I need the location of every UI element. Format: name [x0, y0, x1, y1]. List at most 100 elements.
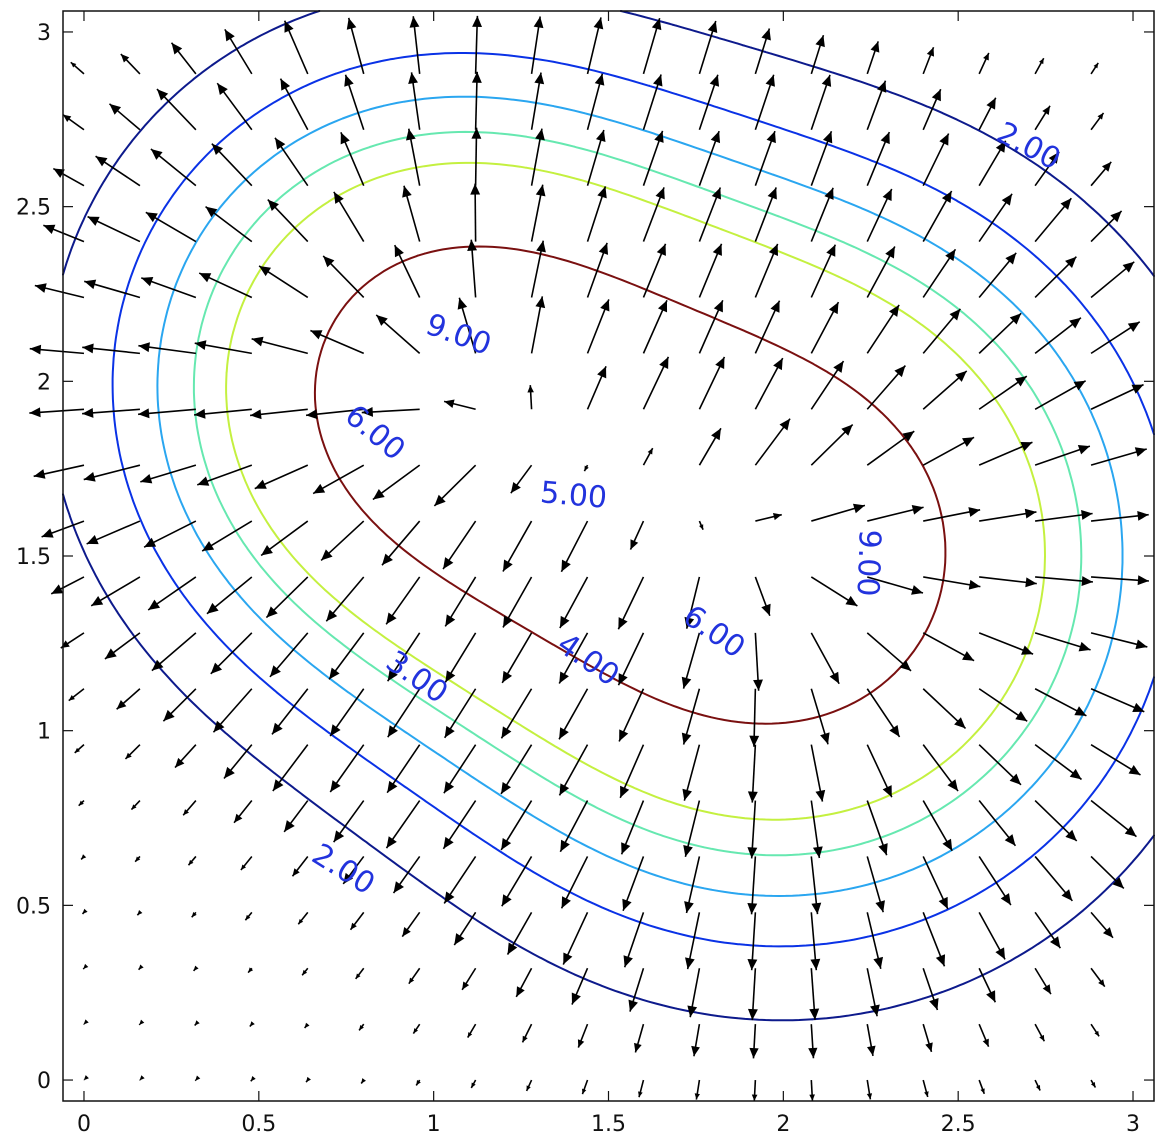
quiver-arrow-head [995, 947, 1006, 960]
quiver-arrow-head [210, 662, 223, 674]
quiver-arrow-head [656, 243, 666, 256]
quiver-arrow-head [1097, 112, 1104, 120]
contour-lines [62, 10, 1155, 1022]
quiver-arrow-head [622, 898, 632, 911]
quiver-arrow-head [91, 596, 104, 606]
quiver-arrow-head [1077, 445, 1090, 455]
quiver-arrow-head [43, 224, 56, 234]
quiver-arrow-head [1049, 936, 1061, 949]
quiver-arrow-head [1061, 889, 1073, 901]
quiver-arrow-head [138, 408, 150, 419]
quiver-arrow-head [284, 20, 294, 33]
quiver-arrow-head [501, 837, 512, 850]
quiver-arrow-head [1065, 829, 1077, 841]
quiver-arrow-head [947, 779, 959, 792]
quiver-arrow-head [902, 431, 915, 442]
quiver-arrow-head [815, 789, 826, 802]
quiver-arrow-head [82, 407, 94, 418]
quiver-arrow-head [502, 559, 513, 572]
quiver-arrow-head [140, 473, 153, 484]
quiver-arrow-head [623, 955, 633, 968]
quiver-arrow-head [618, 673, 628, 686]
quiver-arrow-head [302, 969, 308, 976]
quiver-arrow-head [594, 73, 605, 86]
quiver-arrow-head [53, 168, 65, 178]
quiver-arrow-head [684, 616, 695, 629]
quiver-arrow-head [968, 507, 981, 517]
quiver-arrow-head [1015, 710, 1028, 722]
quiver-arrow-head [600, 299, 610, 312]
quiver-arrow-head [29, 407, 41, 418]
quiver-arrow-head [522, 1035, 528, 1043]
quiver-arrow-head [584, 465, 589, 472]
quiver-arrow-head [62, 114, 72, 123]
quiver-arrow-head [467, 1032, 473, 1038]
quiver-arrow-head [770, 300, 780, 313]
quiver-arrow-head [74, 747, 80, 753]
quiver-arrow-head [1039, 1034, 1045, 1042]
quiver-arrow-head [968, 579, 981, 590]
quiver-arrow-head [1102, 927, 1113, 938]
quiver-arrow-head [280, 78, 291, 91]
quiver-arrow-head [402, 185, 412, 198]
quiver-arrow-head [387, 669, 398, 682]
quiver-arrow-head [962, 437, 975, 447]
quiver-arrow-head [457, 297, 468, 310]
quiver-arrow-head [821, 74, 832, 87]
quiver-arrow-head [582, 1088, 587, 1095]
quiver-arrow-head [1090, 1082, 1096, 1088]
quiver-arrow-head [507, 942, 518, 955]
quiver-arrow-head [350, 922, 357, 930]
quiver-arrow-head [194, 408, 206, 419]
quiver-arrow-head [941, 191, 952, 204]
quiver-arrow-head [81, 854, 87, 860]
quiver-arrow-head [681, 732, 692, 745]
quiver-arrow-head [1132, 702, 1145, 712]
quiver-arrow-head [911, 585, 924, 595]
quiver-arrow-head [34, 283, 47, 293]
quiver-arrow-head [443, 557, 454, 570]
quiver-arrow-head [939, 133, 949, 146]
x-tick-label: 0 [77, 1112, 91, 1137]
quiver-arrow-head [986, 97, 996, 110]
quiver-arrow-head [386, 612, 397, 625]
quiver-arrow-head [191, 911, 197, 918]
quiver-arrow-head [561, 559, 571, 572]
quiver-arrow-head [259, 265, 272, 277]
quiver-arrow-head [983, 52, 989, 61]
quiver-arrow-head [747, 847, 758, 859]
quiver-arrow-head [598, 242, 609, 255]
quiver-arrow-head [139, 1019, 145, 1025]
quiver-arrow-head [1001, 193, 1013, 206]
quiver-arrow-head [135, 856, 141, 862]
quiver-arrow-head [402, 927, 411, 937]
quiver-arrow-head [647, 448, 653, 455]
quiver-arrow-head [1137, 510, 1149, 521]
quiver-arrow-head [272, 722, 283, 735]
quiver-arrows [29, 15, 1149, 1101]
quiver-arrow-head [409, 16, 420, 28]
quiver-arrow-head [560, 839, 570, 852]
quiver-arrow-head [938, 896, 948, 909]
quiver-arrow-head [443, 836, 454, 849]
y-tick-label: 2.5 [16, 196, 51, 221]
quiver-arrow-head [310, 330, 323, 340]
contour-line-3 [111, 52, 1155, 948]
quiver-arrow-head [298, 918, 304, 925]
quiver-arrow-head [559, 671, 569, 684]
quiver-arrow-head [501, 782, 512, 794]
quiver-arrow-head [535, 128, 545, 141]
quiver-arrow-head [78, 800, 84, 806]
quiver-arrow-head [462, 981, 470, 990]
quiver-arrow-head [949, 308, 961, 321]
quiver-arrow-head [826, 244, 836, 257]
quiver-arrow-head [954, 717, 966, 729]
quiver-arrow-head [653, 74, 663, 87]
contour-line-6 [225, 161, 1046, 821]
quiver-arrow-head [630, 539, 639, 550]
quiver-arrow-head [810, 958, 821, 971]
quiver-arrow-head [445, 670, 456, 683]
quiver-arrow-head [942, 838, 953, 851]
quiver-arrow-head [773, 358, 783, 371]
